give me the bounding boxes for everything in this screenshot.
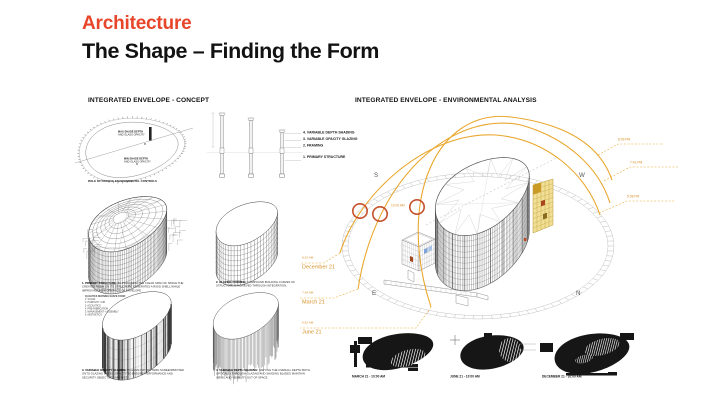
sunrise-date-2: March 21 <box>302 299 325 305</box>
plan-caption: ROLE OF PASSIVE ENVIRONMENTAL CONTROLS <box>88 180 157 183</box>
sunrise-date-3: June 21 <box>302 329 322 335</box>
layer-item: 3. VARIABLE OPACITY GLAZING <box>303 137 358 141</box>
sunset-time-1: 8:09 PM <box>618 138 631 142</box>
sunrise-time-1: 8:15 AM <box>302 256 314 260</box>
sunset-time-2: 7:41 PM <box>630 161 643 165</box>
mullion-sections-drawing <box>207 112 303 178</box>
wireframe-variable-depth <box>212 292 279 385</box>
wireframe-variable-opacity <box>102 291 172 381</box>
page-kicker: Architecture <box>82 13 192 34</box>
wireframe-primary-structure <box>82 196 188 295</box>
compass-east: E <box>372 290 377 297</box>
compass-north: N <box>576 290 581 297</box>
caption-step-3: 3. VARIABLE OPACITY GLAZING: A GLASS FRI… <box>82 369 184 380</box>
layer-item: 2. FRAMING <box>303 143 324 148</box>
solar-study-june <box>450 333 536 370</box>
wireframe-glazing-forming <box>215 201 278 287</box>
envelope-layer-list: 4. VARIABLE DEPTH SHADING 3. VARIABLE OP… <box>303 130 368 161</box>
sunset-time-3: 5:08 PM <box>627 195 640 199</box>
sunrise-time-2: 7:34 AM <box>302 291 314 295</box>
solar-caption-march: MARCH 21 - 10:00 AM <box>352 375 386 379</box>
solar-caption-december: DECEMBER 21 - 10:00 AM <box>542 375 582 379</box>
layer-item: 1. PRIMARY STRUCTURE <box>303 155 346 159</box>
solar-study-march <box>350 333 434 371</box>
layer-item: 4. VARIABLE DEPTH SHADING <box>303 131 355 135</box>
caption-step-4: 4. VARIABLE DEPTH SHADING: VARYING THE O… <box>216 369 310 380</box>
page-title: The Shape – Finding the Form <box>82 39 379 63</box>
sunrise-date-1: December 21 <box>302 264 336 270</box>
compass-south: S <box>374 172 379 179</box>
solar-study-december <box>540 333 634 376</box>
solar-caption-june: JUNE 21 - 10:00 AM <box>450 375 480 379</box>
plan-concept-drawing <box>74 116 194 184</box>
environmental-analysis-drawing <box>300 115 678 329</box>
compass-west: W <box>579 172 585 179</box>
sun-time-label: 10:00 AM <box>391 204 405 208</box>
caption-step-2: 2. GLAZING FORMING: COMPOUND BUILDING CU… <box>216 281 296 288</box>
sunrise-time-3: 6:52 AM <box>302 321 314 325</box>
concept-heading: INTEGRATED ENVELOPE - CONCEPT <box>88 97 210 104</box>
caption-step-1: 1. PRIMARY STRUCTURE: BY PROVIDING THE C… <box>82 282 184 293</box>
env-heading: INTEGRATED ENVELOPE - ENVIRONMENTAL ANAL… <box>355 97 537 104</box>
shape-criteria-legend: QUALITIES DEFINING SHAPE FORM: 1. SOLAR … <box>85 295 126 317</box>
